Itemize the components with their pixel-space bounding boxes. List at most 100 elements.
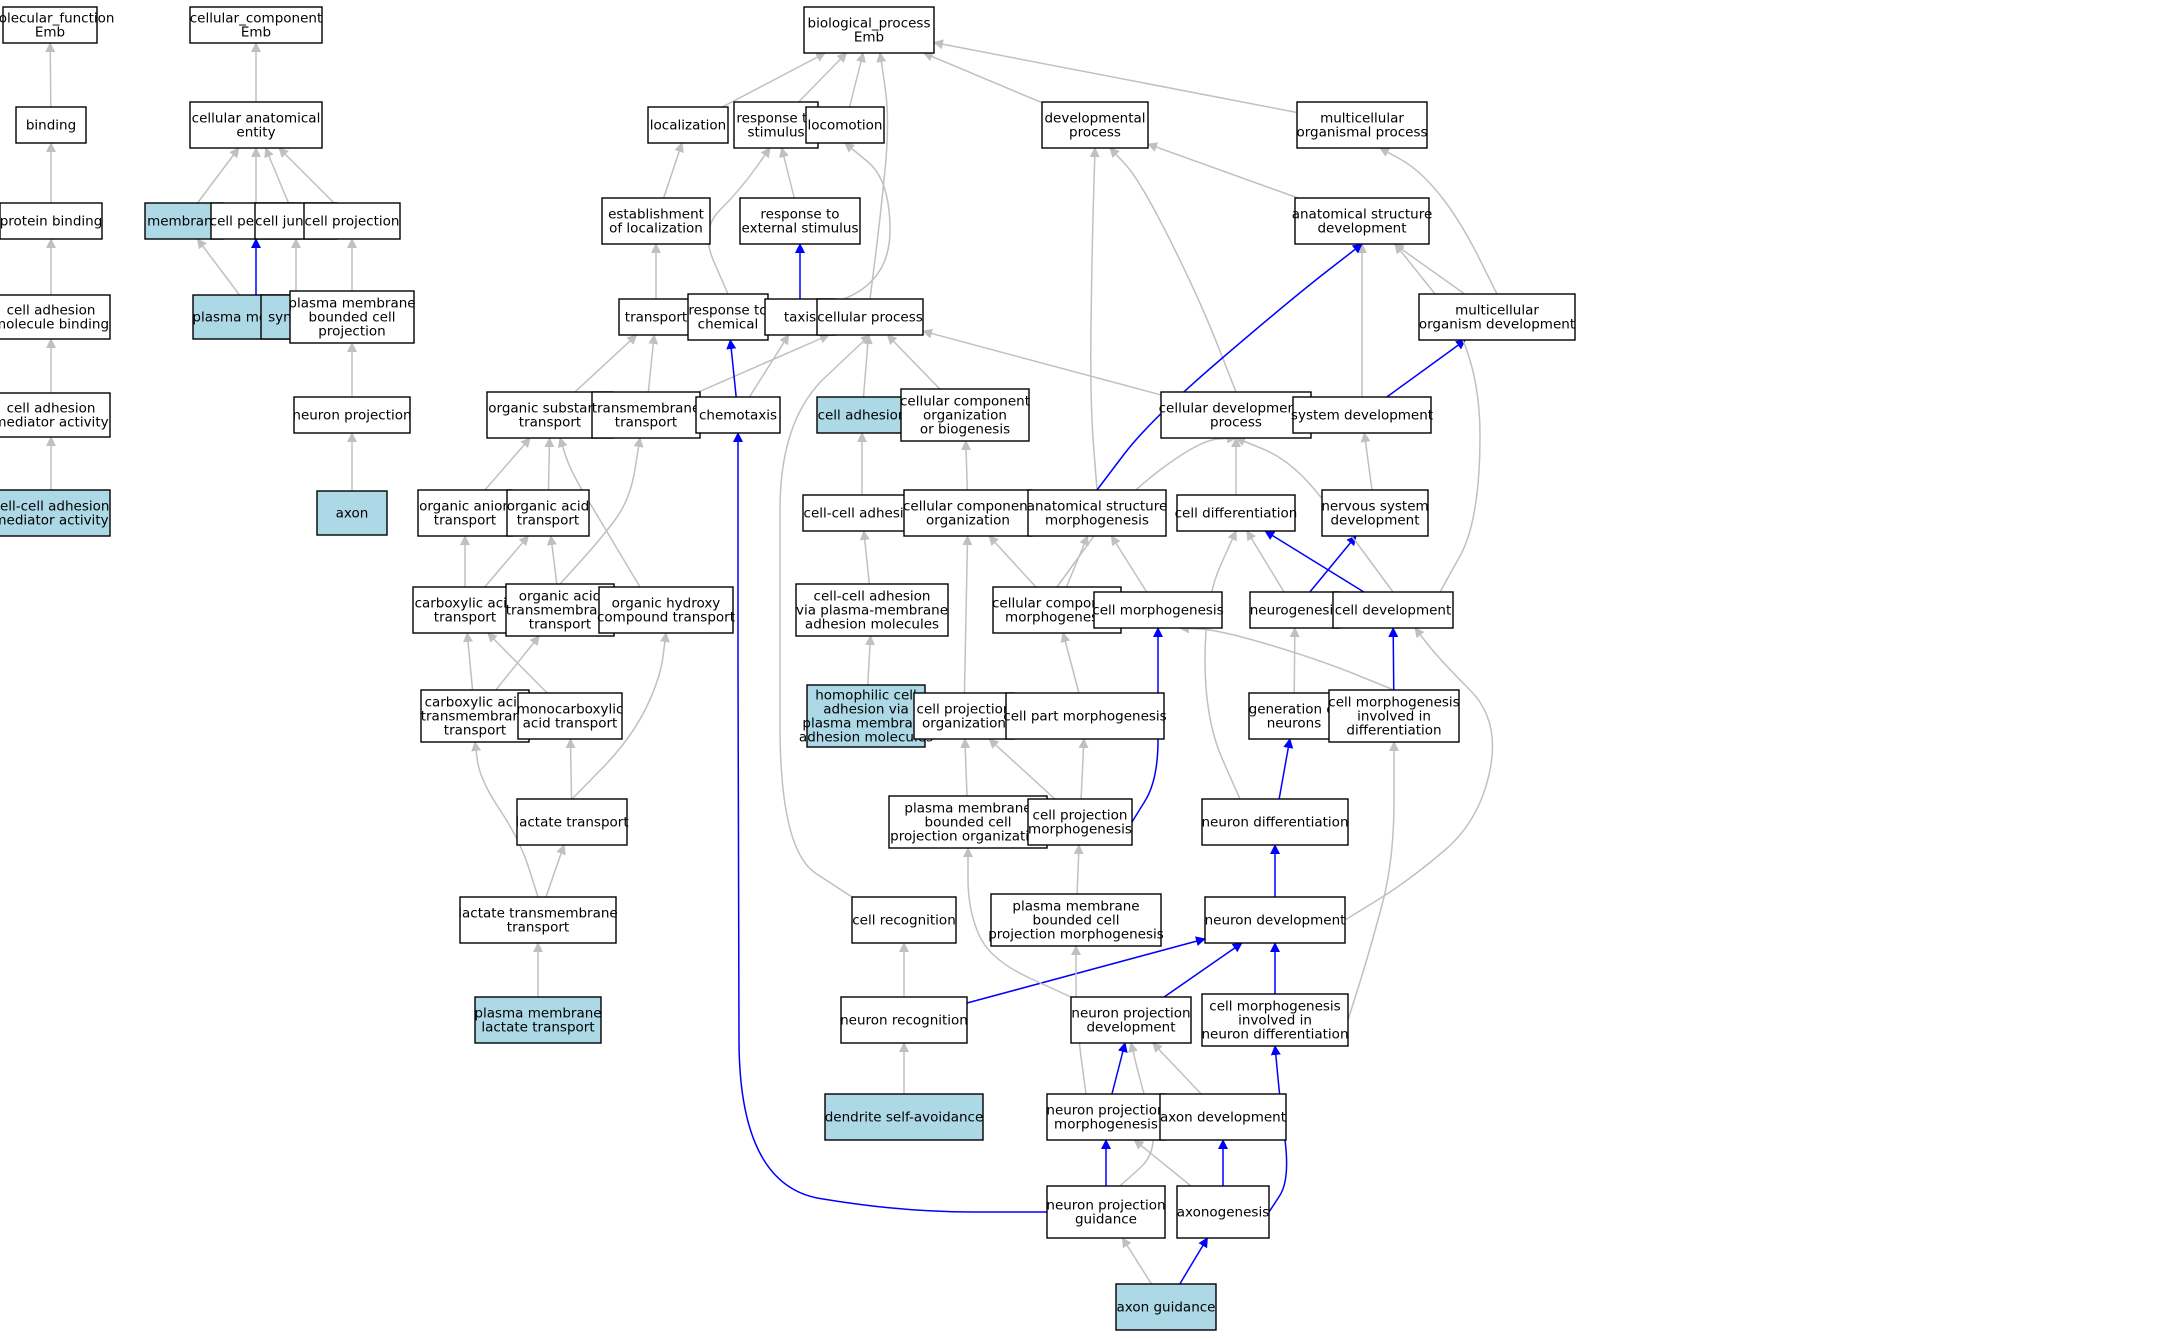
node-box[interactable] xyxy=(795,583,949,637)
node-box[interactable] xyxy=(293,396,411,434)
node-box[interactable] xyxy=(591,391,701,439)
node-local[interactable]: localization xyxy=(647,106,729,144)
node-box[interactable] xyxy=(289,290,415,344)
node-box[interactable] xyxy=(803,6,935,54)
node-binding[interactable]: binding xyxy=(15,106,87,144)
node-box[interactable] xyxy=(1027,798,1133,846)
node-celldiff[interactable]: cell differentiation xyxy=(1175,494,1298,532)
node-box[interactable] xyxy=(1093,591,1223,629)
node-box[interactable] xyxy=(1046,1185,1166,1239)
node-box[interactable] xyxy=(601,197,711,245)
node-protbind[interactable]: protein binding xyxy=(0,202,103,240)
node-box[interactable] xyxy=(189,101,323,149)
node-box[interactable] xyxy=(806,684,926,748)
node-cellproj[interactable]: cell projection xyxy=(303,202,401,240)
node-box[interactable] xyxy=(189,6,323,44)
node-box[interactable] xyxy=(824,1093,984,1141)
node-box[interactable] xyxy=(1294,197,1430,245)
node-neurdev[interactable]: neuron development xyxy=(1204,896,1346,944)
node-box[interactable] xyxy=(15,106,87,144)
node-sysdev[interactable]: system development xyxy=(1291,396,1433,434)
node-neurogen[interactable]: neurogenesis xyxy=(1249,591,1341,629)
node-chemotaxis[interactable]: chemotaxis xyxy=(695,396,781,434)
node-box[interactable] xyxy=(517,692,623,740)
node-box[interactable] xyxy=(505,583,615,637)
node-membrane[interactable]: membrane xyxy=(144,202,224,240)
node-box[interactable] xyxy=(0,392,111,438)
node-box[interactable] xyxy=(0,202,103,240)
node-box[interactable] xyxy=(1292,396,1432,434)
node-box[interactable] xyxy=(990,893,1162,947)
node-box[interactable] xyxy=(1160,391,1312,439)
node-box[interactable] xyxy=(417,489,513,537)
node-box[interactable] xyxy=(618,298,694,336)
node-celldev[interactable]: cell development xyxy=(1332,591,1454,629)
node-box[interactable] xyxy=(1159,1093,1287,1141)
node-box[interactable] xyxy=(1176,1185,1270,1239)
node-axonogen[interactable]: axonogenesis xyxy=(1176,1185,1270,1239)
node-cellrec[interactable]: cell recognition xyxy=(851,896,957,944)
node-box[interactable] xyxy=(840,996,968,1044)
node-box[interactable] xyxy=(0,294,111,340)
node-box[interactable] xyxy=(420,689,530,743)
node-axon[interactable]: axon xyxy=(316,490,388,536)
node-box[interactable] xyxy=(1041,101,1149,149)
node-celladh[interactable]: cell adhesion xyxy=(816,396,908,434)
node-box[interactable] xyxy=(1115,1283,1217,1331)
node-cellproc[interactable]: cellular process xyxy=(816,298,924,336)
node-box[interactable] xyxy=(695,396,781,434)
node-lactate[interactable]: lactate transport xyxy=(515,798,629,846)
node-box[interactable] xyxy=(1204,896,1346,944)
node-dendrite[interactable]: dendrite self-avoidance xyxy=(824,1093,984,1141)
node-box[interactable] xyxy=(1201,993,1349,1047)
node-box[interactable] xyxy=(647,106,729,144)
node-neurrec[interactable]: neuron recognition xyxy=(840,996,968,1044)
node-cellmorph[interactable]: cell morphogenesis xyxy=(1092,591,1224,629)
node-box[interactable] xyxy=(805,106,885,144)
node-box[interactable] xyxy=(1332,591,1454,629)
node-box[interactable] xyxy=(506,489,590,537)
node-box[interactable] xyxy=(1296,101,1428,149)
node-box[interactable] xyxy=(459,896,617,944)
node-box[interactable] xyxy=(1005,692,1165,740)
node-axonguid[interactable]: axon guidance xyxy=(1115,1283,1217,1331)
node-box[interactable] xyxy=(1176,494,1296,532)
node-box[interactable] xyxy=(1070,996,1192,1044)
node-box[interactable] xyxy=(1321,489,1429,537)
node-box[interactable] xyxy=(851,896,957,944)
node-neurdiff[interactable]: neuron differentiation xyxy=(1201,798,1349,846)
node-box[interactable] xyxy=(144,202,224,240)
node-box[interactable] xyxy=(1201,798,1349,846)
node-box[interactable] xyxy=(816,396,908,434)
node-box[interactable] xyxy=(2,6,98,44)
